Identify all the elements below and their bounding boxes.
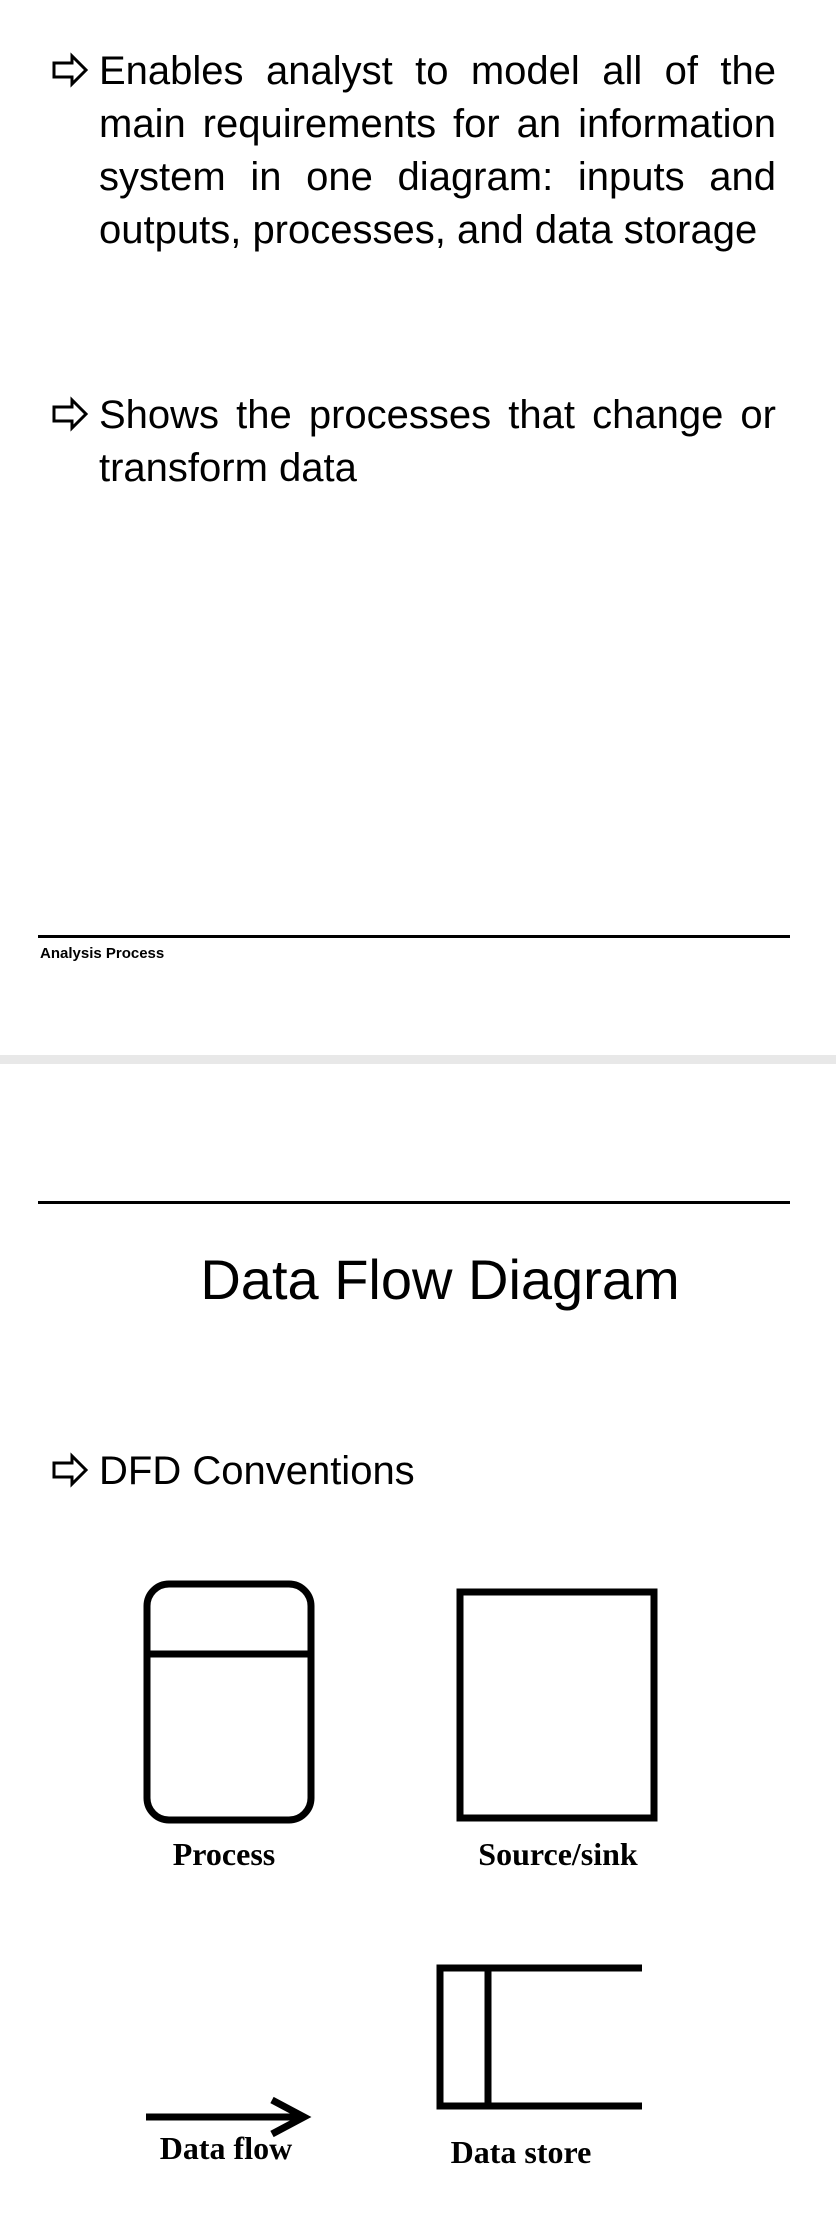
bullet-text: Enables analyst to model all of the main…	[99, 49, 776, 252]
slide-data-flow-diagram: Data Flow Diagram DFD Conventions Proces…	[0, 1064, 836, 2220]
bullet-text: DFD Conventions	[99, 1449, 415, 1493]
data-store-symbol	[436, 1964, 642, 2110]
data-flow-label: Data flow	[159, 2130, 293, 2166]
source-sink-symbol	[456, 1588, 658, 1822]
hollow-right-arrow-icon	[52, 396, 89, 432]
hollow-right-arrow-icon	[52, 52, 89, 88]
data-store-label: Data store	[450, 2134, 592, 2170]
source-sink-label: Source/sink	[478, 1836, 638, 1872]
slide-title: Data Flow Diagram	[200, 1248, 680, 1311]
slide-analysis-process: Enables analyst to model all of the main…	[0, 0, 836, 1055]
footer-divider	[38, 935, 790, 938]
process-label: Process	[172, 1836, 276, 1872]
bullet-item: Shows the processes that change or trans…	[52, 389, 776, 495]
footer-label: Analysis Process	[40, 945, 165, 962]
bullet-text: Shows the processes that change or trans…	[99, 393, 776, 490]
hollow-right-arrow-icon	[52, 1452, 89, 1488]
bullet-item: Enables analyst to model all of the main…	[52, 45, 776, 257]
process-symbol	[143, 1580, 315, 1824]
bullet-item: DFD Conventions	[52, 1445, 776, 1498]
header-divider	[38, 1201, 790, 1204]
data-flow-arrow	[146, 2096, 312, 2138]
